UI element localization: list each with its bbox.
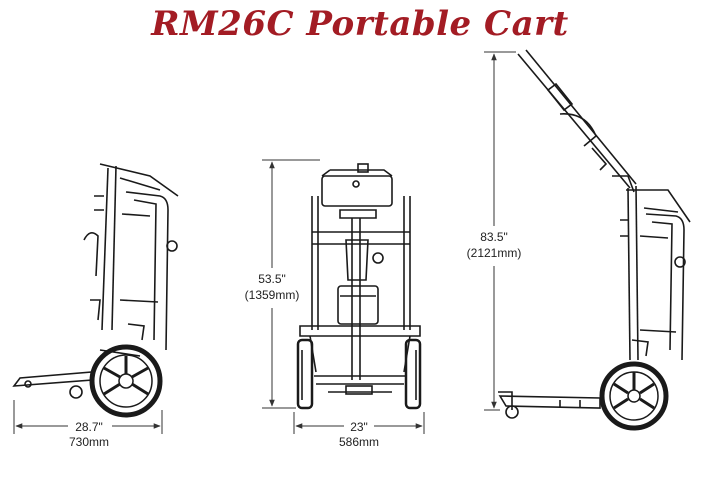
extended-height-inches: 83.5" (480, 230, 508, 244)
front-width-mm: 586mm (339, 435, 379, 449)
cart-front-view (296, 163, 422, 410)
folded-length-inches: 28.7" (75, 420, 103, 434)
front-width-inches: 23" (350, 420, 368, 434)
page-title: RM26C Portable Cart (151, 4, 569, 44)
cart-extended-side-view (498, 49, 691, 419)
folded-length-mm: 730mm (69, 435, 109, 449)
front-height-inches: 53.5" (258, 272, 286, 286)
extended-cart-wheel (599, 361, 669, 431)
front-height-mm: (1359mm) (245, 288, 300, 302)
extended-height-mm: (2121mm) (467, 246, 522, 260)
folded-cart-wheel (89, 344, 163, 418)
